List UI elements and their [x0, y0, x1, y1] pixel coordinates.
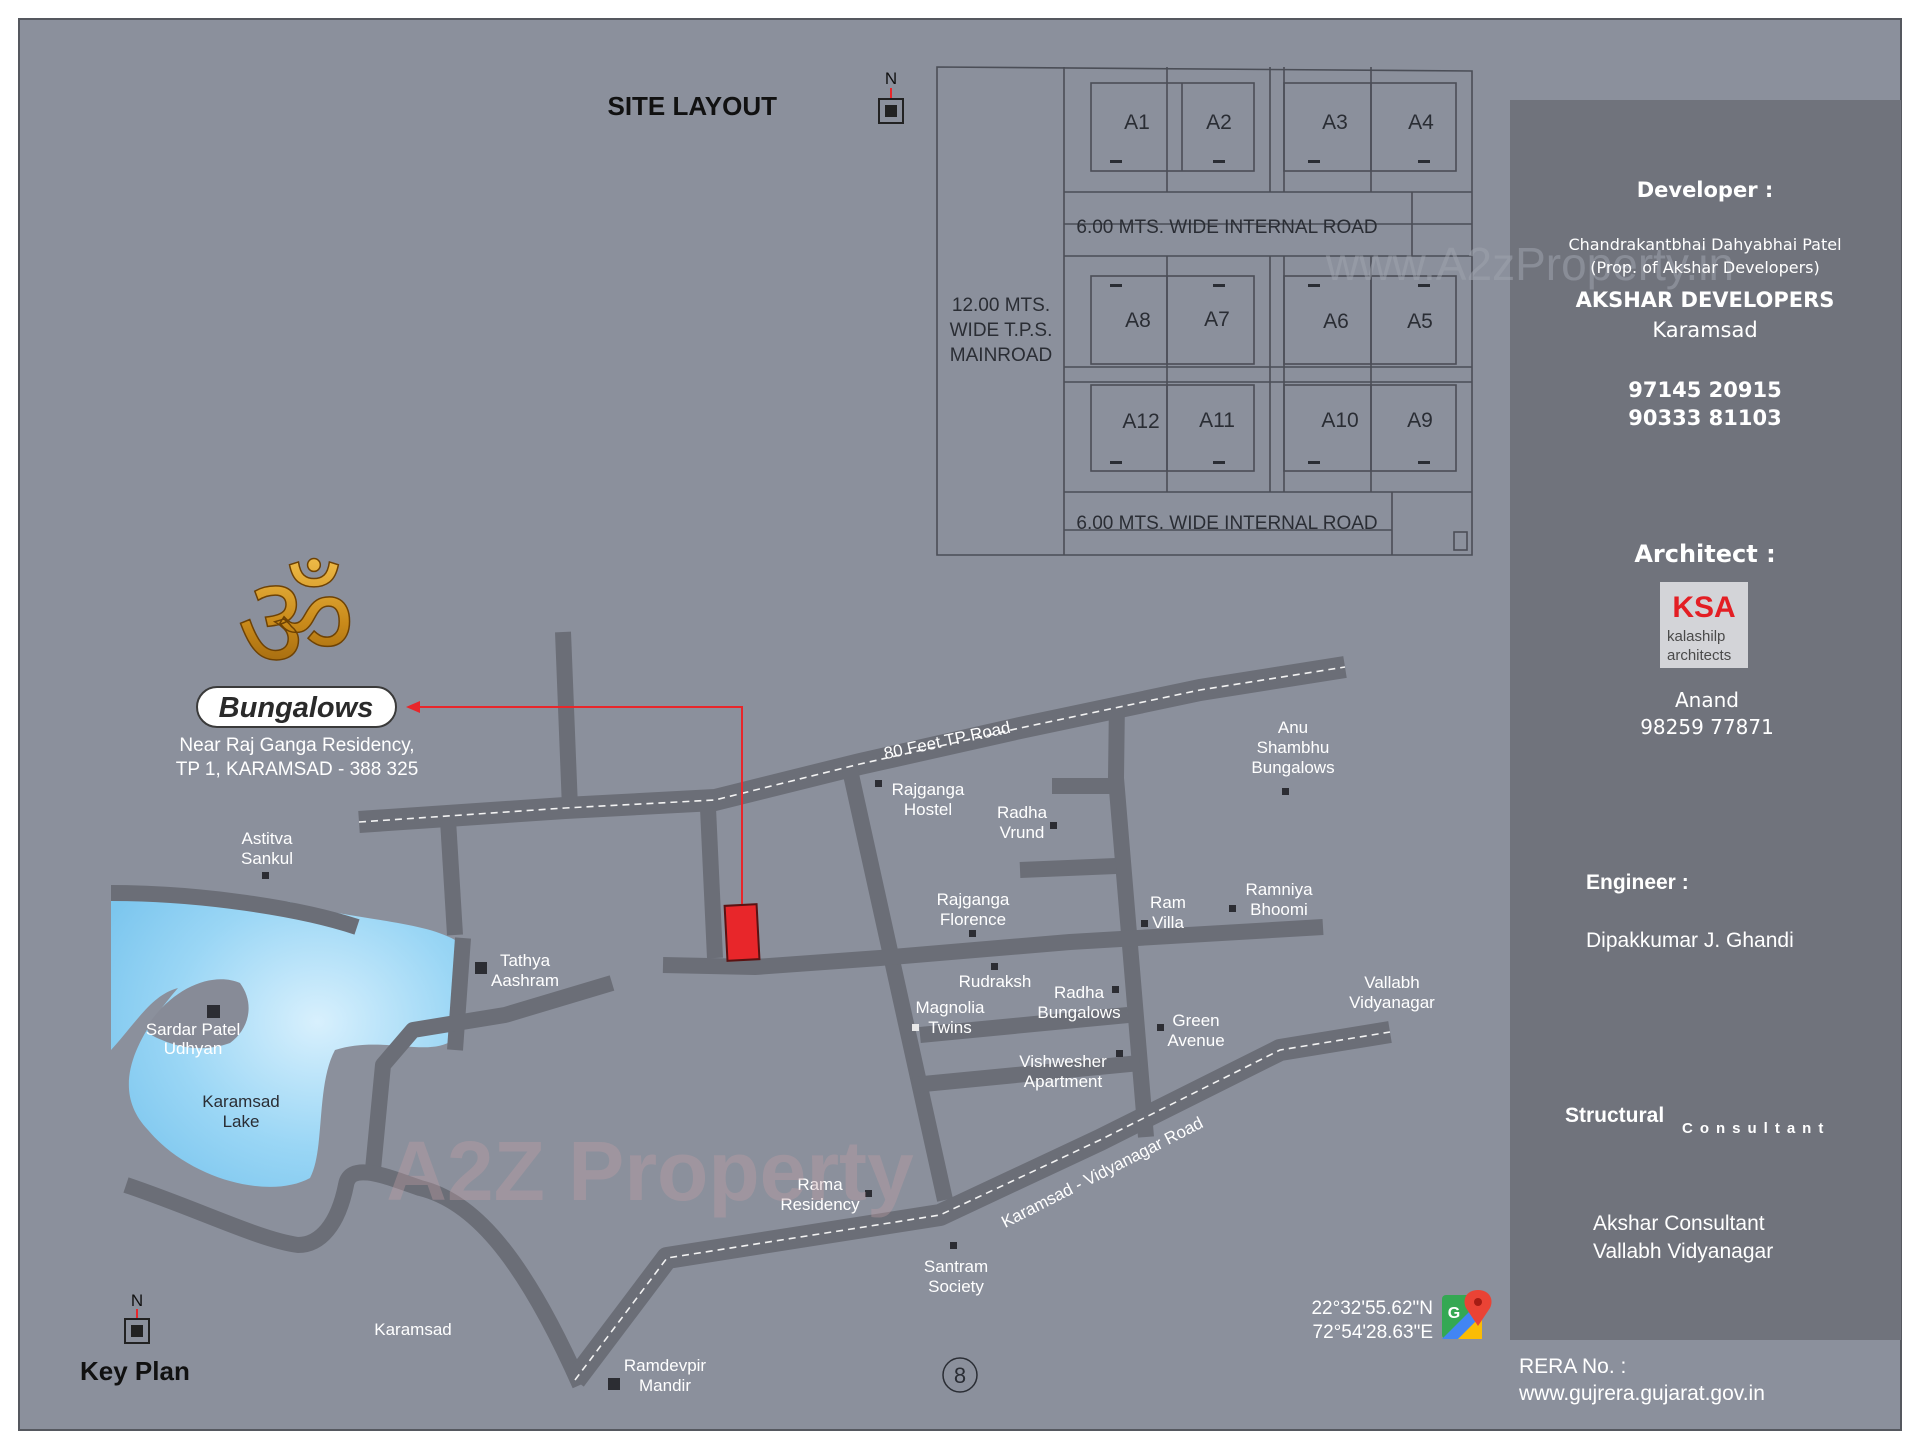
main-road-label: WIDE T.P.S. [950, 320, 1053, 341]
page-number: 8 [942, 1357, 978, 1393]
architect-phone: 98259 77871 [1640, 715, 1774, 739]
plot-label: A3 [1322, 111, 1348, 134]
plot-label: A2 [1206, 111, 1232, 134]
engineer-heading: Engineer : [1586, 871, 1689, 894]
site-location-marker [723, 903, 761, 962]
rera-info: RERA No. : www.gujrera.gujarat.gov.in [1518, 1355, 1765, 1405]
key-plan-title: Key Plan [80, 1356, 190, 1386]
svg-text:8: 8 [954, 1363, 966, 1388]
architect-heading: Architect : [1634, 540, 1775, 568]
svg-text:KSA: KSA [1672, 591, 1735, 624]
plot-label: A7 [1204, 308, 1230, 331]
developer-heading: Developer : [1637, 178, 1774, 202]
site-layout: SITE LAYOUT N [607, 66, 1473, 556]
om-symbol-icon: ॐ [237, 550, 356, 696]
structural-heading: Consultant [1682, 1120, 1830, 1137]
project-address: Near Raj Ganga Residency, [179, 735, 414, 756]
developer-owner: Chandrakantbhai Dahyabhai Patel [1568, 235, 1841, 254]
svg-text:N: N [885, 69, 897, 88]
project-brand: ॐ Bungalows Near Raj Ganga Residency, TP… [176, 549, 419, 780]
landmark-label: Rudraksh [959, 972, 1032, 991]
site-layout-title: SITE LAYOUT [607, 91, 777, 121]
plot-label: A4 [1408, 111, 1434, 134]
project-address: TP 1, KARAMSAD - 388 325 [176, 759, 419, 780]
developer-owner: (Prop. of Akshar Developers) [1590, 258, 1819, 277]
structural-name: Akshar Consultant [1593, 1212, 1765, 1235]
plot-label: A12 [1122, 410, 1159, 433]
engineer-name: Dipakkumar J. Ghandi [1586, 929, 1794, 952]
main-road-label: MAINROAD [950, 345, 1052, 366]
locator-arrow [410, 706, 743, 920]
watermark: www.A2zProperty.in [1325, 238, 1734, 290]
plot-label: A1 [1124, 111, 1150, 134]
karamsad-lake [111, 887, 455, 1187]
rera-label: RERA No. : [1519, 1355, 1626, 1378]
plot-label: A11 [1199, 409, 1235, 432]
coordinates: 22°32'55.62"N 72°54'28.63"E [1311, 1298, 1433, 1343]
svg-text:N: N [131, 1291, 143, 1310]
architect-city: Anand [1675, 688, 1739, 712]
north-arrow-icon: N [878, 69, 904, 124]
internal-road-label: 6.00 MTS. WIDE INTERNAL ROAD [1076, 513, 1377, 534]
project-name-badge [196, 686, 397, 728]
svg-text:G: G [1448, 1305, 1460, 1322]
svg-text:architects: architects [1667, 647, 1731, 664]
svg-text:22°32'55.62"N: 22°32'55.62"N [1311, 1298, 1433, 1319]
google-maps-icon[interactable]: G [1442, 1290, 1492, 1339]
landmark-label: Karamsad [374, 1320, 451, 1339]
developer-phone: 97145 20915 [1628, 378, 1781, 402]
sardar-patel-udhyan [147, 979, 249, 1049]
plot-label: A8 [1125, 309, 1151, 332]
main-road-label: 12.00 MTS. [952, 295, 1050, 316]
key-plan-map: 80 Feet TP Road Karamsad - Vidyanagar Ro… [80, 631, 1492, 1395]
arrowhead-icon [406, 701, 420, 713]
plot-label: A5 [1407, 310, 1433, 333]
north-arrow-icon: N [124, 1291, 150, 1344]
developer-city: Karamsad [1652, 318, 1757, 342]
watermark: A2Z Property [386, 1124, 914, 1218]
internal-road-label: 6.00 MTS. WIDE INTERNAL ROAD [1076, 217, 1377, 238]
ksa-logo: KSA kalashilp architects [1660, 582, 1748, 668]
structural-heading: Structural [1565, 1104, 1664, 1127]
plot-label: A6 [1323, 310, 1349, 333]
svg-text:72°54'28.63"E: 72°54'28.63"E [1313, 1322, 1433, 1343]
sidebar: www.A2zProperty.in Developer : Chandraka… [1325, 178, 1842, 1263]
project-name: Bungalows [219, 692, 374, 724]
svg-text:kalashilp: kalashilp [1667, 628, 1725, 645]
structural-name: Vallabh Vidyanagar [1593, 1240, 1773, 1263]
developer-company: AKSHAR DEVELOPERS [1576, 288, 1835, 312]
plot-label: A9 [1407, 409, 1433, 432]
plot-label: A10 [1321, 409, 1358, 432]
info-panel [1510, 100, 1901, 1340]
developer-phone: 90333 81103 [1628, 406, 1781, 430]
rera-url[interactable]: www.gujrera.gujarat.gov.in [1518, 1382, 1765, 1405]
